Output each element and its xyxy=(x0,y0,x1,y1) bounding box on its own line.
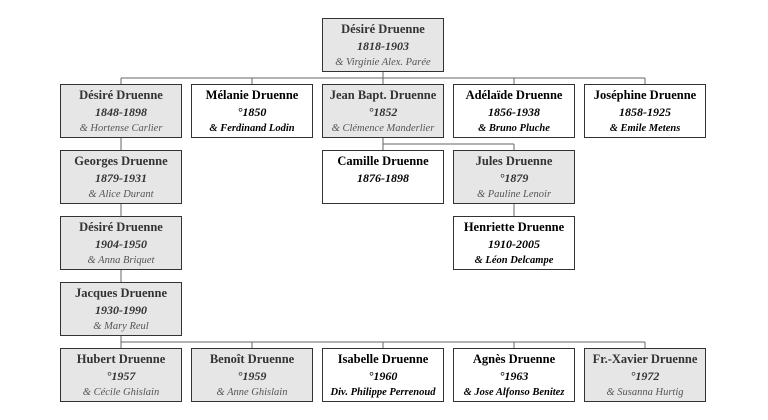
person-spouse: & Virginie Alex. Parée xyxy=(335,57,431,68)
person-dates: 1910-2005 xyxy=(488,237,540,251)
person-name: Mélanie Druenne xyxy=(205,88,299,102)
person-name: Désiré Druenne xyxy=(341,22,425,36)
person-name: Fr.-Xavier Druenne xyxy=(592,352,698,366)
person-box: Georges Druenne 1879-1931 & Alice Durant xyxy=(60,150,182,204)
person-name: Joséphine Druenne xyxy=(593,88,697,102)
person-dates: 1904-1950 xyxy=(95,237,147,251)
person-dates: °1879 xyxy=(499,171,529,185)
person-name: Désiré Druenne xyxy=(79,88,163,102)
person-spouse: & Anne Ghislain xyxy=(216,387,288,398)
person-spouse: & Pauline Lenoir xyxy=(476,189,552,200)
person-dates: °1852 xyxy=(368,105,398,119)
person-name: Georges Druenne xyxy=(74,154,168,168)
person-box: Hubert Druenne °1957 & Cécile Ghislain xyxy=(60,348,182,402)
person-box: Désiré Druenne 1904-1950 & Anna Briquet xyxy=(60,216,182,270)
person-name: Jules Druenne xyxy=(475,154,553,168)
person-box: Henriette Druenne 1910-2005 & Léon Delcamp… xyxy=(453,216,575,270)
person-dates: 1879-1931 xyxy=(95,171,147,185)
person-box: Désiré Druenne 1848-1898 & Hortense Carlie… xyxy=(60,84,182,138)
person-spouse: & Alice Durant xyxy=(88,189,154,200)
person-box: Adélaïde Druenne 1856-1938 & Bruno Pluche xyxy=(453,84,575,138)
person-name: Agnès Druenne xyxy=(472,352,556,366)
person-spouse: & Emile Metens xyxy=(609,123,681,134)
person-spouse: & Bruno Pluche xyxy=(478,123,550,134)
person-name: Isabelle Druenne xyxy=(337,352,429,366)
person-spouse: & Hortense Carlier xyxy=(79,123,163,134)
person-spouse: & Jose Alfonso Benitez xyxy=(463,387,565,398)
person-dates: 1930-1990 xyxy=(95,303,147,317)
person-spouse: & Clémence Manderlier xyxy=(331,123,435,134)
person-box: Joséphine Druenne 1858-1925 & Emile Metens xyxy=(584,84,706,138)
person-dates: 1858-1925 xyxy=(619,105,671,119)
person-name: Camille Druenne xyxy=(337,154,429,168)
person-spouse: & Léon Delcampe xyxy=(474,255,554,266)
person-dates: °1960 xyxy=(368,369,398,383)
person-spouse: & Susanna Hurtig xyxy=(606,387,684,398)
person-box: Désiré Druenne 1818-1903 & Virginie Alex. … xyxy=(322,18,444,72)
person-dates: °1850 xyxy=(237,105,267,119)
person-box: Benoît Druenne °1959 & Anne Ghislain xyxy=(191,348,313,402)
person-spouse: & Mary Reul xyxy=(93,321,149,332)
person-name: Désiré Druenne xyxy=(79,220,163,234)
person-spouse: & Ferdinand Lodin xyxy=(209,123,295,134)
person-dates: °1972 xyxy=(630,369,660,383)
person-dates: 1856-1938 xyxy=(488,105,540,119)
person-name: Henriette Druenne xyxy=(463,220,565,234)
person-name: Hubert Druenne xyxy=(76,352,166,366)
person-dates: 1848-1898 xyxy=(95,105,147,119)
person-dates: 1876-1898 xyxy=(357,171,409,185)
person-spouse: & Cécile Ghislain xyxy=(82,387,160,398)
person-dates: °1957 xyxy=(106,369,136,383)
person-spouse: Div. Philippe Perrenoud xyxy=(330,387,436,398)
person-name: Benoît Druenne xyxy=(209,352,295,366)
person-name: Jacques Druenne xyxy=(74,286,168,300)
person-box: Camille Druenne 1876-1898 xyxy=(322,150,444,204)
person-box: Jules Druenne °1879 & Pauline Lenoir xyxy=(453,150,575,204)
person-spouse: & Anna Briquet xyxy=(87,255,155,266)
person-box: Jean Bapt. Druenne °1852 & Clémence Mander… xyxy=(322,84,444,138)
person-dates: °1959 xyxy=(237,369,267,383)
person-name: Adélaïde Druenne xyxy=(465,88,563,102)
person-box: Fr.-Xavier Druenne °1972 & Susanna Hurtig xyxy=(584,348,706,402)
person-dates: 1818-1903 xyxy=(357,39,409,53)
person-name: Jean Bapt. Druenne xyxy=(329,88,437,102)
person-dates: °1963 xyxy=(499,369,529,383)
person-box: Agnès Druenne °1963 & Jose Alfonso Benitez xyxy=(453,348,575,402)
person-box: Jacques Druenne 1930-1990 & Mary Reul xyxy=(60,282,182,336)
person-box: Mélanie Druenne °1850 & Ferdinand Lodin xyxy=(191,84,313,138)
